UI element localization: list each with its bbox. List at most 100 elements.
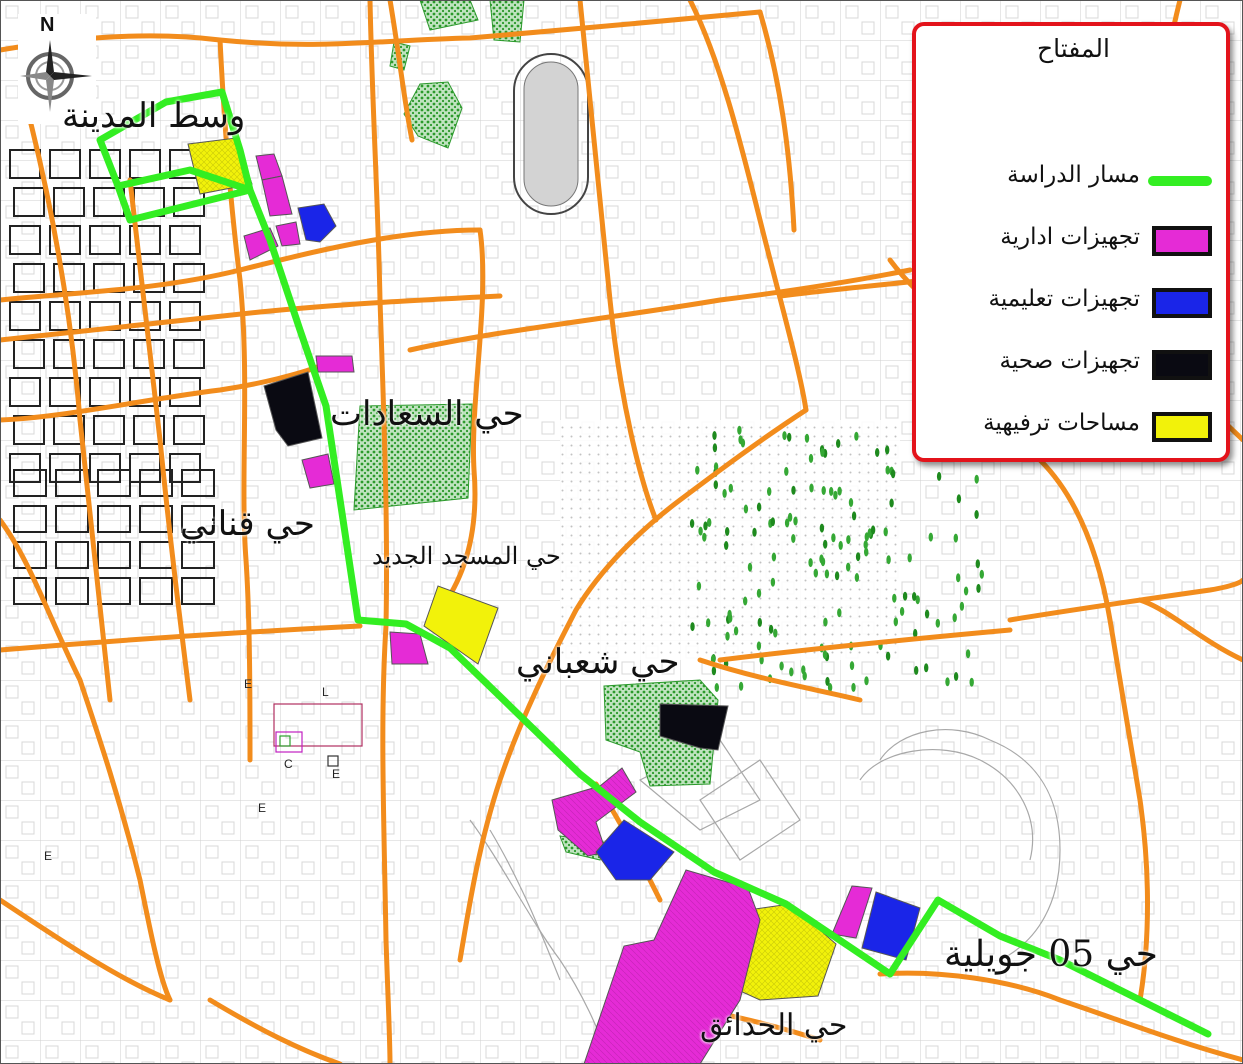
tree-mark bbox=[696, 581, 702, 591]
tree-mark bbox=[712, 431, 717, 440]
building-block bbox=[169, 225, 201, 255]
tree-mark bbox=[703, 521, 708, 531]
tree-mark bbox=[924, 609, 930, 619]
tree-mark bbox=[846, 562, 851, 572]
tree-mark bbox=[963, 586, 969, 596]
building-block bbox=[13, 263, 45, 293]
tree-mark bbox=[953, 533, 958, 543]
building-block bbox=[133, 415, 165, 445]
building-block bbox=[93, 415, 125, 445]
building-block bbox=[169, 453, 201, 483]
tree-mark bbox=[907, 553, 912, 563]
tree-mark bbox=[756, 502, 762, 512]
tree-mark bbox=[893, 617, 898, 627]
tree-mark bbox=[864, 676, 869, 686]
building-block bbox=[49, 225, 81, 255]
facilities bbox=[187, 137, 921, 1064]
district-label-saadat: حي السعادات bbox=[330, 394, 524, 434]
tree-mark bbox=[756, 588, 762, 598]
building-block bbox=[89, 453, 121, 483]
building-block bbox=[181, 505, 215, 533]
building-block bbox=[13, 339, 45, 369]
legend-item-education: تجهيزات تعليمية bbox=[916, 280, 1226, 328]
building-block bbox=[53, 415, 85, 445]
mark-e: E bbox=[44, 849, 52, 863]
tree-mark bbox=[690, 622, 695, 632]
tree-mark bbox=[952, 613, 957, 623]
tree-mark bbox=[714, 683, 719, 692]
tree-mark bbox=[838, 540, 843, 550]
tree-mark bbox=[846, 535, 851, 545]
tree-mark bbox=[935, 618, 940, 628]
building-blocks-east bbox=[469, 729, 1061, 1064]
tree-mark bbox=[771, 552, 777, 562]
building-block bbox=[55, 577, 89, 605]
legend-label: مساحات ترفيهية bbox=[983, 410, 1140, 436]
tree-mark bbox=[784, 518, 790, 528]
map-legend: المفتاح مسار الدراسة تجهيزات ادارية تجهي… bbox=[912, 22, 1230, 462]
tree-mark bbox=[743, 596, 748, 606]
tree-mark bbox=[724, 541, 729, 550]
tree-mark bbox=[975, 559, 980, 569]
district-label-city-center: وسط المدينة bbox=[62, 96, 246, 136]
tree-mark bbox=[821, 486, 826, 495]
tree-mark bbox=[725, 631, 730, 641]
building-block bbox=[49, 377, 81, 407]
building-block bbox=[97, 541, 131, 569]
tree-mark bbox=[787, 432, 792, 442]
tree-mark bbox=[727, 609, 732, 619]
legend-item-study-route: مسار الدراسة bbox=[916, 156, 1226, 204]
tree-mark bbox=[820, 447, 825, 457]
building-block bbox=[97, 469, 131, 497]
tree-mark bbox=[928, 532, 933, 542]
tree-mark bbox=[819, 523, 825, 533]
tree-mark bbox=[825, 676, 830, 686]
tree-mark bbox=[892, 593, 897, 603]
tree-mark bbox=[712, 443, 718, 453]
admin-facility-9 bbox=[583, 869, 761, 1064]
building-block bbox=[55, 541, 89, 569]
building-block bbox=[89, 225, 121, 255]
tree-mark bbox=[979, 569, 984, 579]
tree-mark bbox=[804, 433, 810, 443]
admin-facility-2 bbox=[261, 175, 293, 217]
tree-mark bbox=[849, 661, 855, 671]
tree-mark bbox=[722, 488, 727, 498]
tree-mark bbox=[851, 511, 857, 521]
tree-mark bbox=[829, 486, 834, 496]
tree-mark bbox=[793, 516, 798, 526]
tree-mark bbox=[851, 682, 856, 692]
tree-mark bbox=[956, 573, 961, 583]
park-trees bbox=[689, 425, 984, 692]
building-block bbox=[13, 505, 47, 533]
district-label-shaabani: حي شعباني bbox=[516, 642, 680, 682]
building-block bbox=[97, 505, 131, 533]
building-blocks-west bbox=[9, 149, 215, 605]
tree-mark bbox=[773, 628, 778, 638]
mark-l: L bbox=[322, 685, 329, 699]
tree-mark bbox=[848, 498, 854, 507]
tree-mark bbox=[899, 606, 905, 616]
building-block bbox=[139, 469, 173, 497]
building-block bbox=[181, 577, 215, 605]
tree-mark bbox=[801, 665, 806, 675]
tree-mark bbox=[787, 512, 793, 522]
building-block bbox=[139, 505, 173, 533]
tree-mark bbox=[854, 573, 860, 582]
building-block bbox=[9, 377, 41, 407]
tree-mark bbox=[854, 431, 859, 441]
district-label-new-mosque: حي المسجد الجديد bbox=[372, 542, 561, 570]
tree-mark bbox=[791, 485, 796, 495]
tree-mark bbox=[711, 666, 717, 676]
tree-mark bbox=[747, 562, 753, 572]
building-block bbox=[13, 577, 47, 605]
legend-label: مسار الدراسة bbox=[1007, 162, 1140, 188]
admin-facility-6 bbox=[301, 453, 335, 489]
tree-mark bbox=[885, 465, 890, 475]
tree-mark bbox=[956, 494, 962, 504]
tree-mark bbox=[768, 624, 774, 634]
legend-label: تجهيزات ادارية bbox=[1000, 224, 1140, 250]
tree-mark bbox=[875, 448, 880, 457]
map-marks: E E E E L C bbox=[44, 677, 340, 863]
building-block bbox=[53, 339, 85, 369]
